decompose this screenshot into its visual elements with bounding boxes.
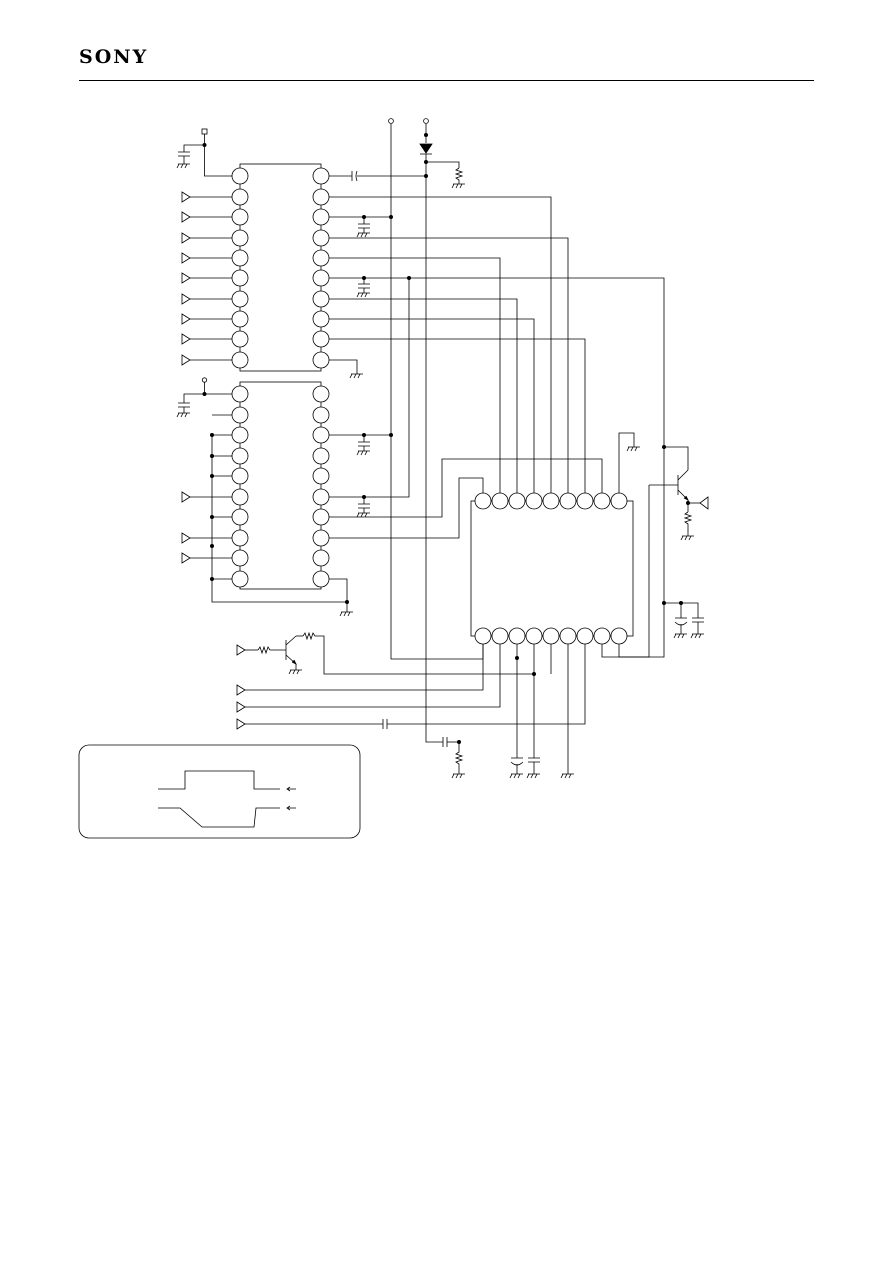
input-transistor-stage <box>236 631 537 677</box>
ic3-bottom-inputs <box>236 644 586 730</box>
ic3-bottom-pins <box>474 627 628 645</box>
ic2-left-pins <box>231 385 249 588</box>
ic2-body <box>239 381 322 590</box>
ic2 <box>231 381 330 590</box>
ic3-output-stage <box>618 432 709 541</box>
input-terminal-icon <box>181 252 191 264</box>
ic3 <box>470 492 634 645</box>
supply-terminal-icon <box>423 118 429 124</box>
capacitor-icon <box>528 757 540 763</box>
ic3-decoupling <box>618 540 704 658</box>
ground-icon <box>176 156 190 169</box>
ic1-right-wiring <box>329 170 665 658</box>
ic1 <box>231 163 330 372</box>
waveform-box <box>78 744 361 839</box>
ground-icon <box>690 622 704 639</box>
input-terminal-icon <box>181 272 191 284</box>
supply-rails <box>388 118 484 743</box>
ground-icon <box>673 624 687 639</box>
capacitor-icon <box>356 278 370 298</box>
input-terminal-icon <box>181 491 191 503</box>
supply-terminal-icon <box>201 128 208 135</box>
pulse-waveform <box>158 770 280 790</box>
ic1-left-pins <box>231 167 249 369</box>
input-terminal-icon <box>236 701 246 713</box>
ic1-supply <box>176 128 232 177</box>
ground-icon <box>680 535 694 541</box>
capacitor-icon <box>178 151 190 157</box>
transistor-icon <box>677 469 689 501</box>
arrow-icon <box>286 805 296 811</box>
ground-icon <box>339 611 353 617</box>
page-header: SONY <box>0 0 892 90</box>
resistor-icon <box>454 742 464 774</box>
ic1-input-lines <box>181 191 232 366</box>
supply-terminal-icon <box>388 118 394 124</box>
input-terminal-icon <box>181 191 191 203</box>
ground-icon <box>526 762 540 779</box>
input-terminal-icon <box>699 496 709 510</box>
capacitor-icon <box>356 435 370 456</box>
input-terminal-icon <box>181 333 191 345</box>
sony-logo: SONY <box>79 46 149 68</box>
ground-icon <box>626 446 640 452</box>
ic2-right-pins <box>312 385 330 588</box>
input-terminal-icon <box>181 211 191 223</box>
supply-terminal-icon <box>201 377 208 383</box>
input-terminal-icon <box>181 232 191 244</box>
input-terminal-icon <box>236 718 246 730</box>
ic1-right-pins <box>312 167 330 369</box>
capacitor-icon <box>351 170 358 182</box>
input-terminal-icon <box>181 532 191 544</box>
input-terminal-icon <box>236 684 246 696</box>
input-terminal-icon <box>181 293 191 305</box>
waveform-frame <box>78 744 361 839</box>
capacitor-icon <box>674 603 688 626</box>
arrow-icon <box>286 786 296 792</box>
input-terminal-icon <box>181 313 191 325</box>
ic1-body <box>239 163 322 372</box>
ic2-right-wiring <box>329 278 603 539</box>
ground-icon <box>288 664 302 675</box>
capacitor-icon <box>510 757 524 766</box>
resistor-icon <box>683 511 693 536</box>
ground-icon <box>560 644 574 779</box>
header-rule <box>79 80 814 81</box>
input-terminal-icon <box>181 552 191 564</box>
resistor-icon <box>454 167 464 184</box>
ground-icon <box>451 773 465 779</box>
diode-icon <box>419 143 433 155</box>
capacitor-icon <box>442 737 448 747</box>
capacitor-icon <box>356 497 370 518</box>
ic2-left-bus <box>181 414 353 617</box>
transistor-icon <box>285 635 297 665</box>
ground-icon <box>176 407 190 418</box>
ground-icon <box>509 764 523 779</box>
ic2-supply <box>176 377 232 418</box>
capacitor-icon <box>382 719 388 729</box>
input-terminal-icon <box>181 354 191 366</box>
ic3-body <box>470 500 634 637</box>
resistor-icon <box>257 645 286 655</box>
capacitor-icon <box>178 402 190 408</box>
ic3-top-pins <box>474 492 628 510</box>
ic3-bottom-components <box>442 644 574 779</box>
capacitor-icon <box>692 617 704 623</box>
ramp-waveform <box>158 807 280 828</box>
ground-icon <box>451 183 465 189</box>
input-terminal-icon <box>236 644 246 656</box>
capacitor-icon <box>356 217 370 238</box>
ground-icon <box>329 359 363 379</box>
